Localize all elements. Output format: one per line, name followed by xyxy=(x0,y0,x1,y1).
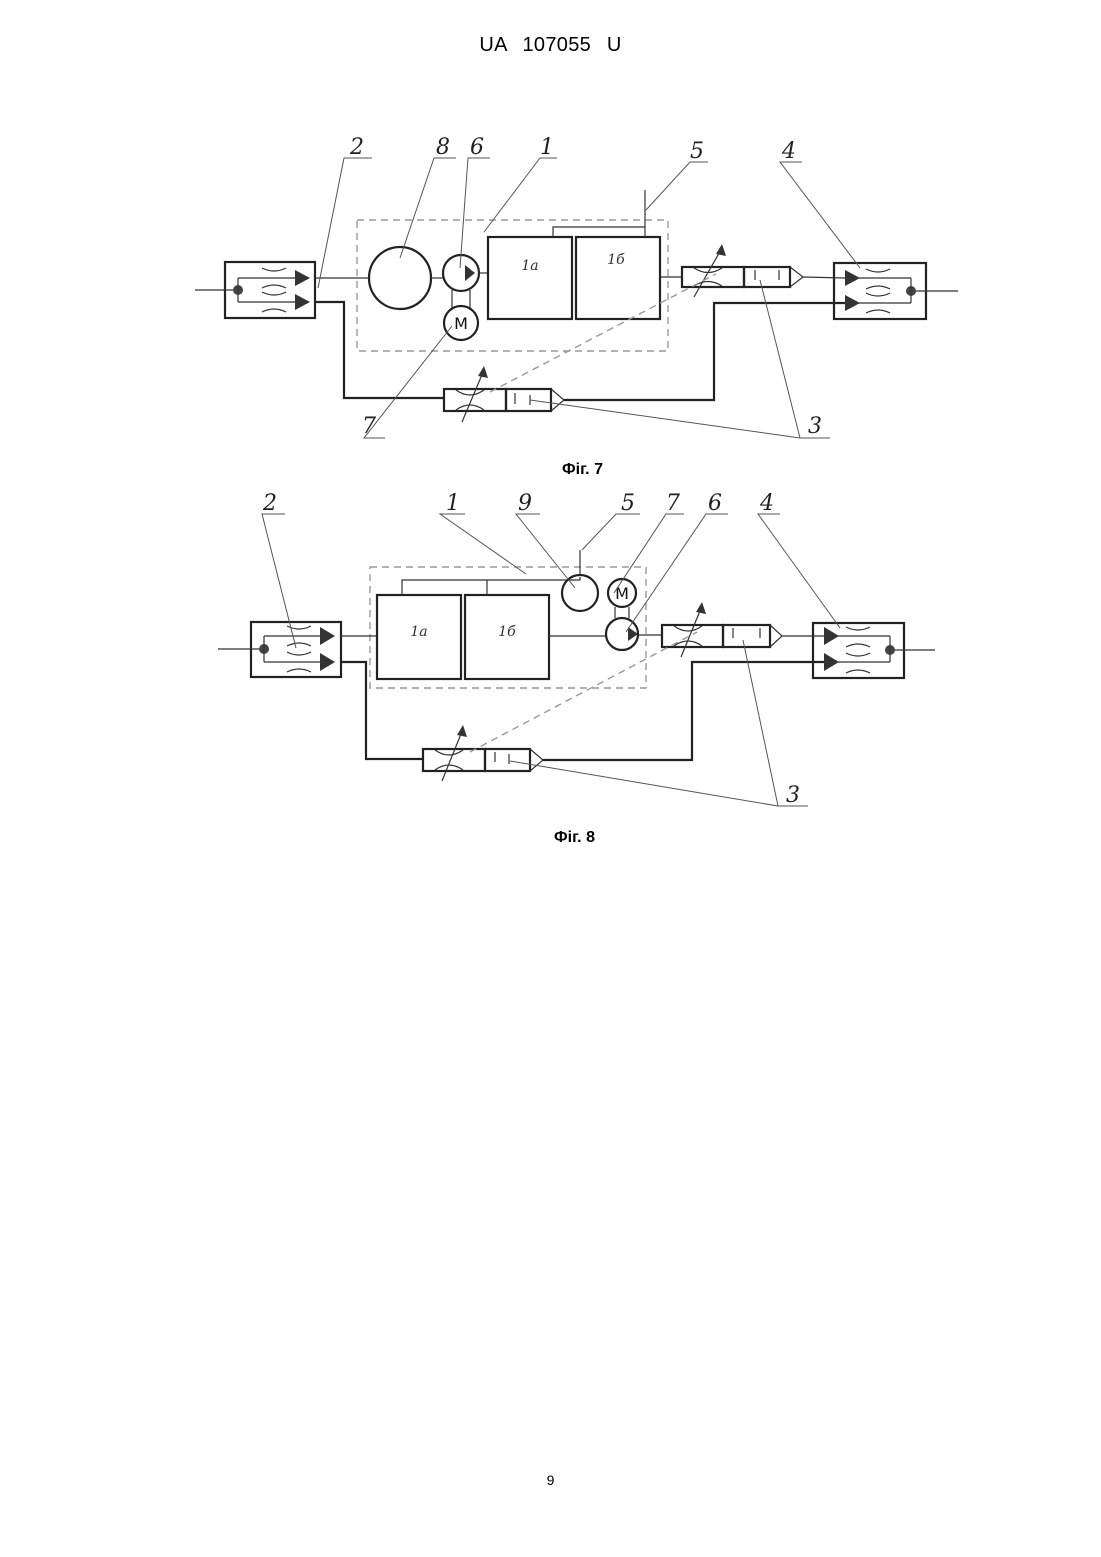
figure-7-caption: Фіг. 7 xyxy=(32,461,1101,479)
label-9: 9 xyxy=(518,491,532,516)
figure-8-caption: Фіг. 8 xyxy=(24,829,1101,847)
block-1a-label: 1а xyxy=(410,624,427,640)
inlet-unit xyxy=(195,262,315,318)
label-7: 7 xyxy=(362,414,376,439)
figure-7-diagram: М 1а 1б 2 8 6 1 xyxy=(0,120,1101,460)
block-1b-label: 1б xyxy=(607,252,625,268)
label-5: 5 xyxy=(690,139,704,164)
label-2: 2 xyxy=(262,491,277,516)
block-1b xyxy=(576,237,660,319)
block-1b-label: 1б xyxy=(498,624,516,640)
throttle-valve-upper xyxy=(662,602,782,657)
patent-header: UA 107055 U xyxy=(0,34,1101,57)
label-5: 5 xyxy=(621,491,635,516)
throttle-valve-upper xyxy=(682,244,803,297)
outlet-unit xyxy=(813,623,935,678)
label-1: 1 xyxy=(446,491,460,516)
vessel-8 xyxy=(369,247,431,309)
page-number: 9 xyxy=(0,1472,1101,1488)
label-3: 3 xyxy=(808,414,822,439)
label-8: 8 xyxy=(436,135,450,160)
label-4: 4 xyxy=(759,491,774,516)
label-4: 4 xyxy=(781,139,796,164)
throttle-valve-lower xyxy=(444,366,564,422)
motor-label: М xyxy=(454,314,468,333)
label-1: 1 xyxy=(540,135,554,160)
label-7: 7 xyxy=(666,491,680,516)
label-6: 6 xyxy=(470,135,484,160)
block-1a-label: 1а xyxy=(521,258,538,274)
motor-label: М xyxy=(615,584,629,603)
throttle-valve-lower xyxy=(423,725,543,781)
figure-8-diagram: 1а 1б М 2 1 9 xyxy=(0,480,1101,820)
label-6: 6 xyxy=(708,491,722,516)
label-2: 2 xyxy=(349,135,364,160)
block-1a xyxy=(488,237,572,319)
inlet-unit xyxy=(218,622,341,677)
outlet-unit xyxy=(834,263,958,319)
enclosure-1 xyxy=(357,220,668,351)
label-3: 3 xyxy=(786,783,800,808)
